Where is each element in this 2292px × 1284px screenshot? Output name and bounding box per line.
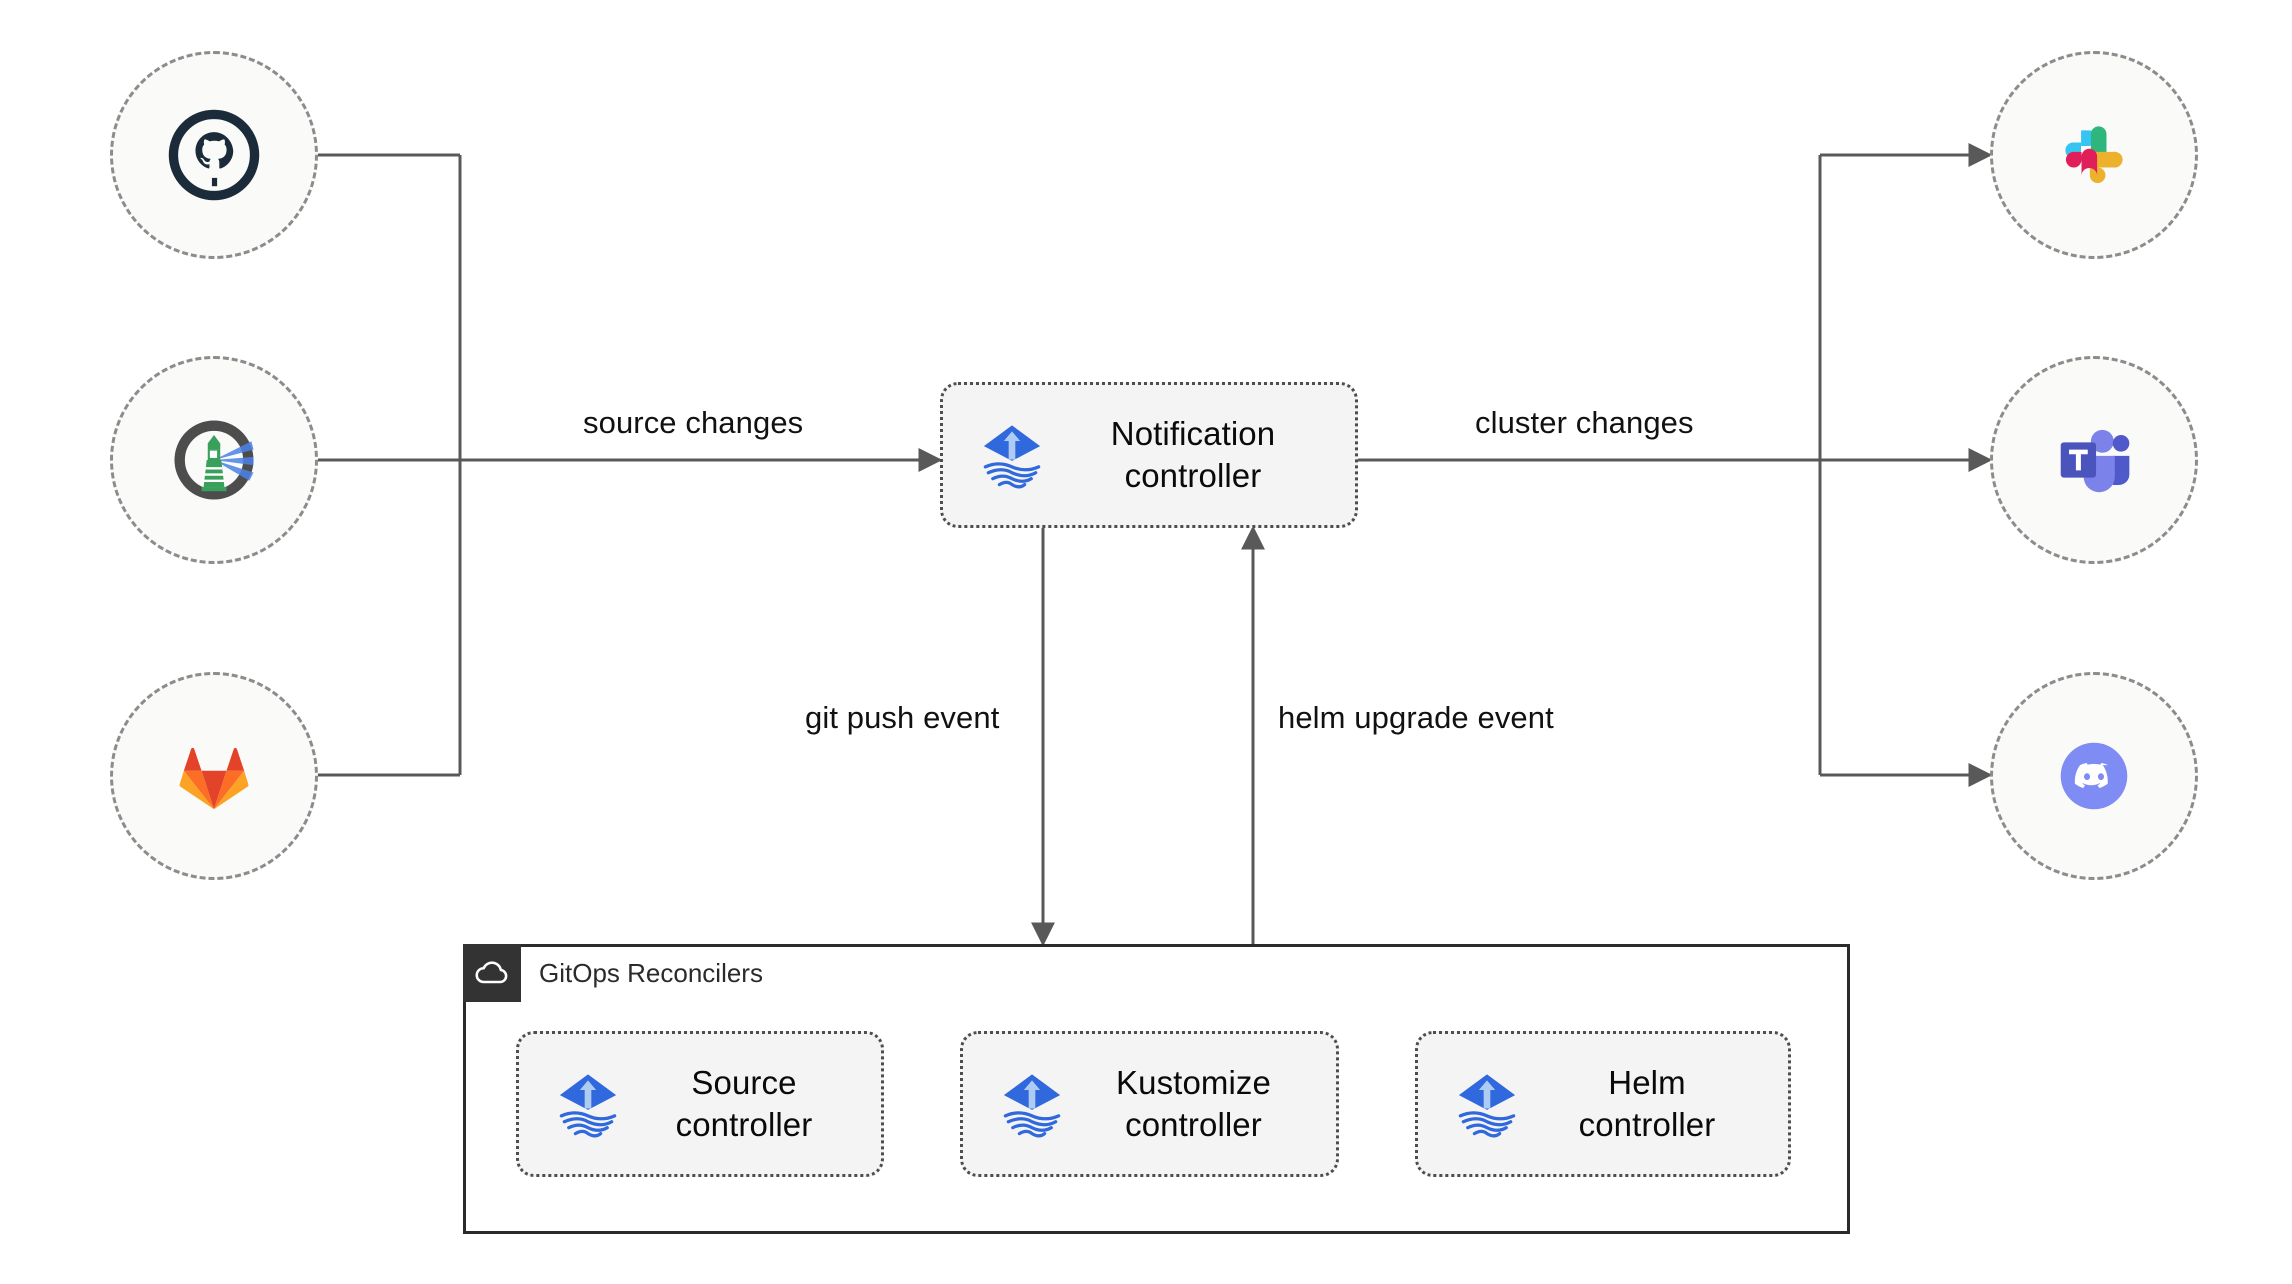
target-node-slack[interactable] bbox=[1990, 51, 2198, 259]
gitlab-icon bbox=[179, 747, 249, 810]
kustomize-controller-box[interactable]: Kustomize controller bbox=[960, 1031, 1339, 1177]
flagger-lighthouse-icon bbox=[174, 420, 254, 500]
notification-controller-box[interactable]: Notification controller bbox=[940, 382, 1358, 528]
slack-icon bbox=[2065, 126, 2123, 184]
source-node-gitlab[interactable] bbox=[110, 672, 318, 880]
microsoft-teams-icon bbox=[2060, 429, 2130, 493]
github-icon bbox=[168, 109, 260, 201]
flux-icon bbox=[559, 1074, 617, 1138]
gitops-reconcilers-header: GitOps Reconcilers bbox=[463, 944, 763, 1002]
edge-label-helm-upgrade-event: helm upgrade event bbox=[1278, 700, 1554, 735]
source-controller-box[interactable]: Source controller bbox=[516, 1031, 884, 1177]
target-node-discord[interactable] bbox=[1990, 672, 2198, 880]
gitops-reconcilers-title: GitOps Reconcilers bbox=[539, 957, 763, 988]
source-node-flagger[interactable] bbox=[110, 356, 318, 564]
cloud-icon bbox=[463, 944, 521, 1002]
discord-icon bbox=[2060, 742, 2128, 810]
source-controller-label: Source controller bbox=[675, 1064, 813, 1143]
edge-label-git-push-event: git push event bbox=[805, 700, 1000, 735]
flux-icon bbox=[983, 425, 1041, 489]
target-node-teams[interactable] bbox=[1990, 356, 2198, 564]
flux-icon bbox=[1003, 1074, 1061, 1138]
helm-controller-box[interactable]: Helm controller bbox=[1415, 1031, 1791, 1177]
notification-controller-label: Notification controller bbox=[1110, 415, 1276, 494]
edge-label-source-changes: source changes bbox=[583, 405, 804, 440]
kustomize-controller-label: Kustomize controller bbox=[1116, 1064, 1271, 1143]
helm-controller-label: Helm controller bbox=[1578, 1064, 1716, 1143]
source-node-github[interactable] bbox=[110, 51, 318, 259]
edge-label-cluster-changes: cluster changes bbox=[1475, 405, 1694, 440]
flux-icon bbox=[1458, 1074, 1516, 1138]
